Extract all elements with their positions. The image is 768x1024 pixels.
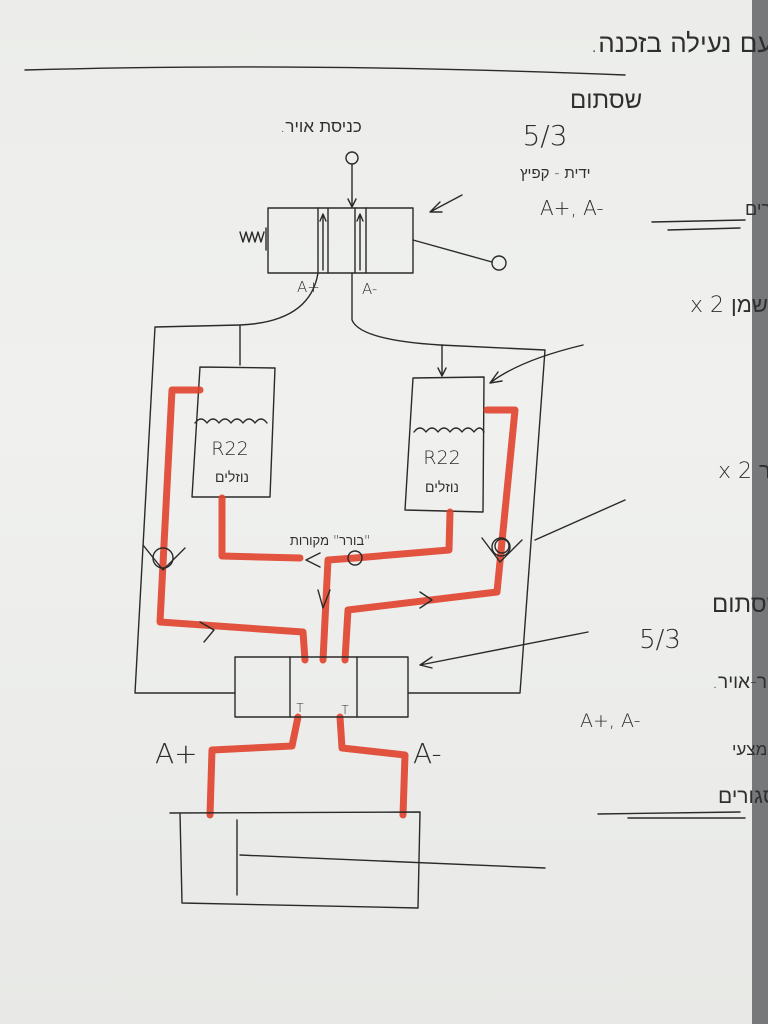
- page-edge: [752, 0, 768, 1024]
- oil-tank-right: [404, 376, 485, 513]
- spring-icon: [239, 227, 267, 251]
- oil-tank-label: מיכל שמן x 2: [690, 293, 768, 318]
- tank-right-liquid: נוזלים: [425, 480, 459, 496]
- shuttle-valve-icon: [347, 550, 363, 566]
- top-valve-type: 5/3: [522, 119, 567, 152]
- tank-feed-lines: [239, 325, 447, 377]
- shuttle-valve-label: "בורר" מקורות: [290, 534, 370, 549]
- closed-underline: [597, 811, 746, 819]
- air-inlet-icon: [345, 151, 359, 165]
- bottom-valve-type: 5/3: [639, 625, 681, 655]
- top-valve-5-3: [239, 151, 507, 274]
- hydraulic-cylinder: [169, 811, 546, 909]
- bottom-valve-ports: A+, A-: [580, 710, 640, 732]
- fans-label: מאווררים: [745, 199, 768, 220]
- tank-port-right: T: [341, 703, 349, 717]
- bottom-valve-leader: [419, 631, 589, 669]
- fans-ports: A+, A-: [540, 196, 604, 220]
- check-valve-label: אלחוזר x 2: [718, 459, 768, 484]
- top-valve-actuation: ידית - קפיץ: [520, 164, 591, 182]
- bottom-valve-name: שסתום: [712, 590, 768, 618]
- pointer-arrow-icon: [429, 194, 463, 213]
- cylinder-port-a-minus: A-: [413, 737, 442, 770]
- top-port-a-plus: A+: [297, 278, 320, 296]
- check-valve-left-icon: [142, 544, 186, 571]
- tank-left-liquid: נוזלים: [215, 470, 249, 486]
- bottom-valve-actuation: אויר-אויר.: [712, 671, 768, 693]
- fans-underline: [651, 219, 746, 231]
- air-line-right: [351, 272, 546, 694]
- lever-icon: [412, 239, 493, 263]
- oil-tank-left: [191, 366, 276, 498]
- tank-right-refrigerant: R22: [423, 447, 460, 469]
- air-line-left: [134, 272, 319, 694]
- air-inlet-label: כניסת אויר.: [280, 117, 362, 137]
- top-valve-name: שסתום: [570, 86, 642, 114]
- tank-left-refrigerant: R22: [211, 438, 248, 460]
- title-underline: [24, 66, 626, 76]
- top-port-a-minus: A-: [362, 280, 377, 298]
- bottom-valve-5-3: [234, 656, 409, 718]
- check-valve-right-icon: [481, 537, 523, 563]
- oil-tank-leader: [489, 344, 584, 384]
- diagram-title: מע. הידרו פנאומטית עם נעילה בזכנה.: [590, 29, 768, 59]
- cylinder-port-a-plus: A+: [155, 737, 198, 770]
- paper-sheet: [0, 0, 752, 1024]
- tank-port-left: T: [296, 701, 304, 715]
- closed-label: סגורים: [718, 784, 768, 808]
- middle-state-label: במצב אמצעי: [732, 740, 768, 760]
- oil-flow-paths: [156, 386, 519, 819]
- check-valve-leader: [534, 499, 626, 541]
- flow-arrows-icon: [199, 552, 433, 643]
